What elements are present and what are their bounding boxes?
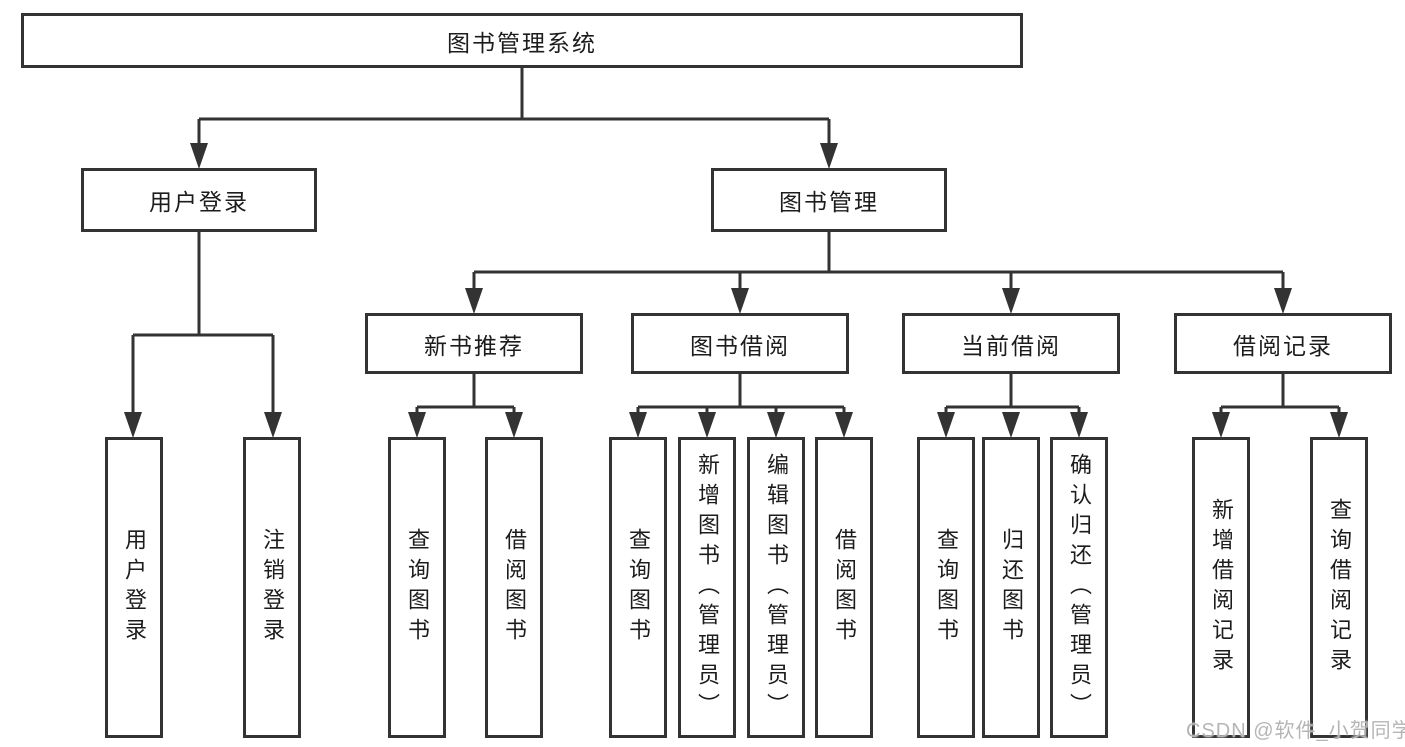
leaf-label: 查询图书: [934, 527, 959, 648]
arrowhead-icons: [124, 143, 1348, 438]
node-root-system: 图书管理系统: [21, 13, 1023, 68]
node-label: 新书推荐: [424, 332, 524, 359]
leaf-confirm-return-admin: 确认归还（管理员）: [1050, 437, 1108, 738]
node-current-borrowing: 当前借阅: [902, 313, 1120, 374]
leaf-label: 借阅图书: [832, 527, 857, 648]
leaf-query-books-2: 查询图书: [609, 437, 667, 738]
leaf-add-book-admin: 新增图书（管理员）: [678, 437, 736, 738]
leaf-return-book: 归还图书: [982, 437, 1040, 738]
leaf-label: 归还图书: [999, 527, 1024, 648]
node-label: 用户登录: [149, 189, 249, 215]
node-book-management: 图书管理: [711, 168, 947, 232]
leaf-edit-book-admin: 编辑图书（管理员）: [747, 437, 805, 738]
leaf-label: 查询图书: [405, 527, 430, 648]
leaf-label: 编辑图书（管理员）: [764, 452, 789, 723]
node-book-borrowing: 图书借阅: [631, 313, 849, 374]
leaf-logout-login: 注销登录: [243, 437, 301, 738]
node-borrowing-records: 借阅记录: [1174, 313, 1392, 374]
node-new-book-recommend: 新书推荐: [365, 313, 583, 374]
node-label: 图书借阅: [690, 332, 790, 359]
leaf-label: 查询借阅记录: [1327, 497, 1352, 678]
leaf-query-books-1: 查询图书: [388, 437, 446, 738]
leaf-query-borrow-record: 查询借阅记录: [1310, 437, 1368, 738]
leaf-label: 确认归还（管理员）: [1067, 452, 1092, 723]
leaf-borrow-books-2: 借阅图书: [815, 437, 873, 738]
leaf-label: 新增借阅记录: [1209, 497, 1234, 678]
leaf-add-borrow-record: 新增借阅记录: [1192, 437, 1250, 738]
leaf-label: 注销登录: [260, 527, 285, 648]
leaf-user-login: 用户登录: [105, 437, 163, 738]
csdn-watermark: CSDN @软件_小贺同学: [1186, 720, 1405, 742]
leaf-label: 用户登录: [122, 527, 147, 648]
leaf-query-books-3: 查询图书: [917, 437, 975, 738]
node-label: 借阅记录: [1233, 332, 1333, 359]
leaf-label: 新增图书（管理员）: [695, 452, 720, 723]
leaf-label: 查询图书: [626, 527, 651, 648]
node-user-login: 用户登录: [81, 168, 317, 232]
leaf-borrow-books-1: 借阅图书: [485, 437, 543, 738]
node-label: 图书管理系统: [447, 29, 597, 56]
leaf-label: 借阅图书: [502, 527, 527, 648]
node-label: 当前借阅: [961, 332, 1061, 359]
node-label: 图书管理: [779, 189, 879, 215]
